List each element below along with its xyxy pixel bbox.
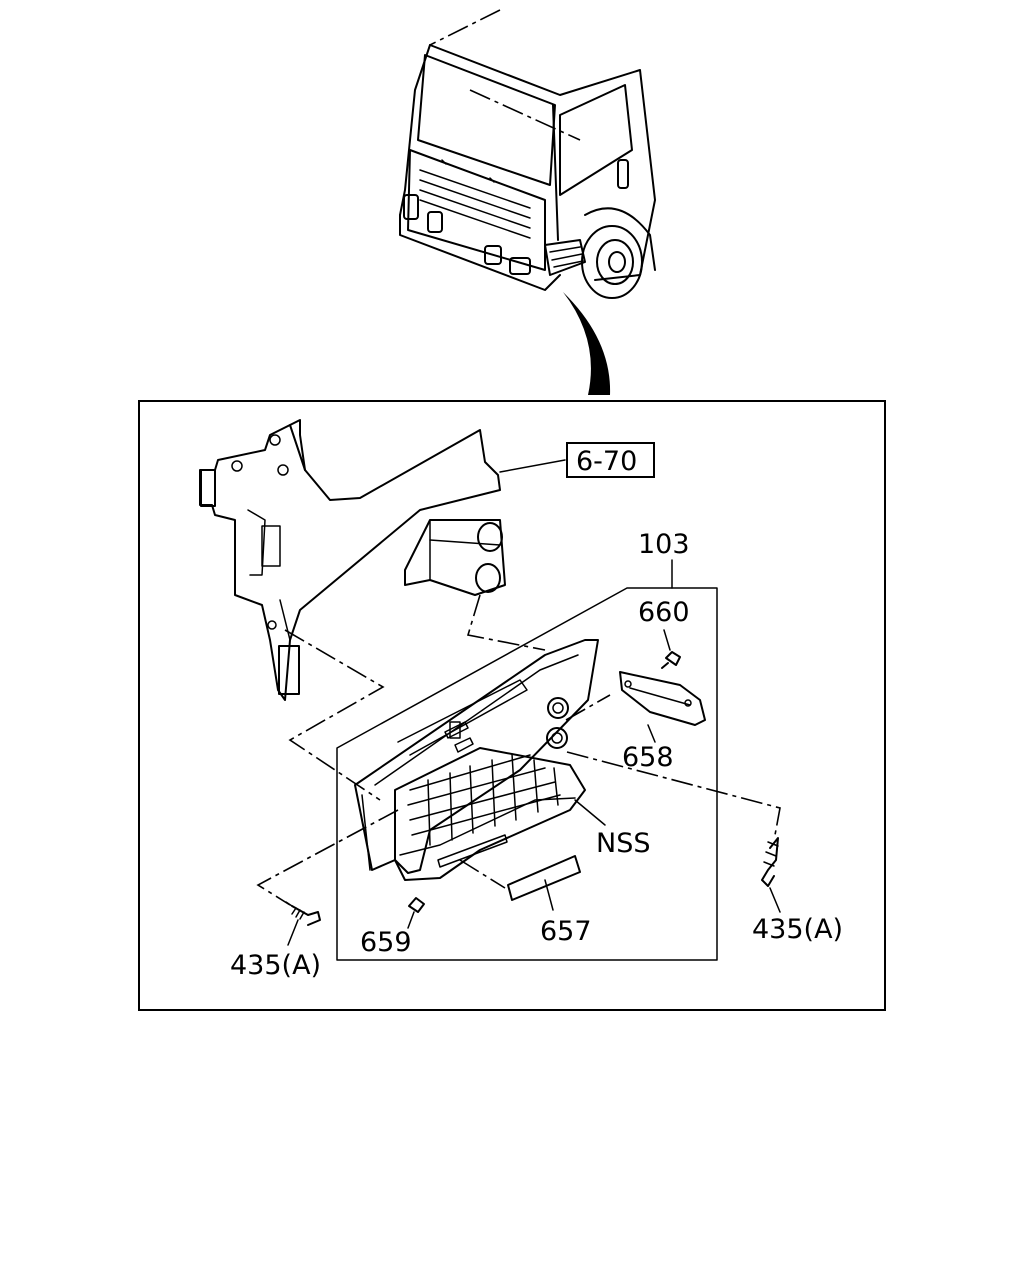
side-step-nss [354,639,599,881]
label-6-70: 6-70 [576,446,637,477]
truck-cab-overview [399,9,656,395]
label-657: 657 [540,916,592,947]
label-660: 660 [638,597,690,628]
bracket-658 [565,671,706,726]
clip-659 [408,897,425,913]
screw-435a-right [566,751,781,887]
ref-box-6-70 [566,442,655,478]
label-435a-left: 435(A) [230,950,321,981]
label-nss: NSS [596,828,650,859]
label-435a-right: 435(A) [752,914,843,945]
screw-435a-left [256,809,399,926]
bolt-660 [661,651,681,669]
callout-arrow [563,292,611,395]
label-658: 658 [622,742,674,773]
assembly-box-103 [336,587,718,961]
mounting-bracket [199,419,546,801]
leader-lines [287,459,781,946]
label-103: 103 [638,529,690,560]
label-659: 659 [360,927,412,958]
reflector-657 [459,855,581,901]
detail-frame [138,400,886,1011]
